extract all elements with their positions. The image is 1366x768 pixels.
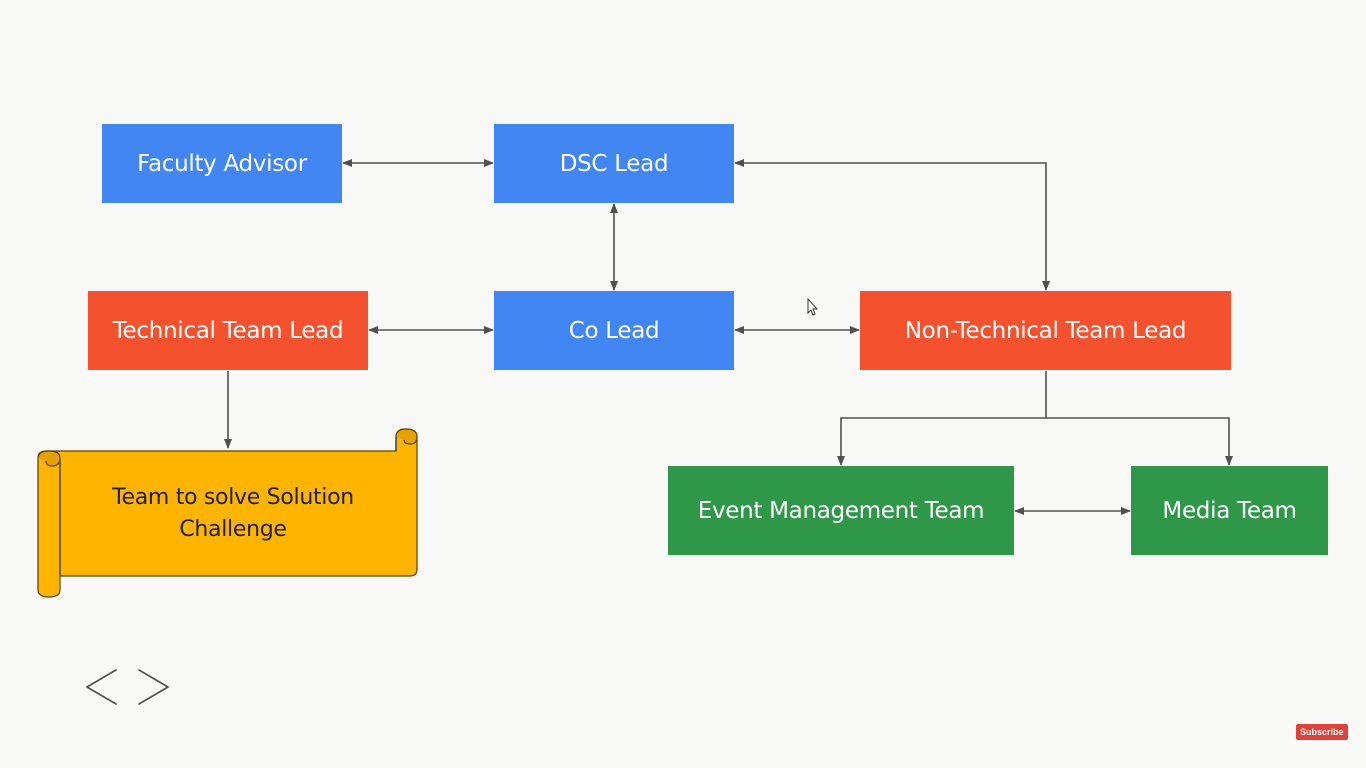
node-label: Event Management Team — [697, 497, 985, 524]
edge-nontech-media — [1046, 417, 1233, 466]
node-media-team: Media Team — [1131, 466, 1328, 555]
node-faculty-advisor: Faculty Advisor — [102, 124, 342, 203]
node-dsc-lead: DSC Lead — [494, 124, 734, 203]
developer-student-clubs-logo — [86, 669, 169, 705]
node-label: Technical Team Lead — [112, 317, 344, 344]
mouse-cursor-icon — [807, 297, 819, 316]
node-non-technical-team-lead: Non-Technical Team Lead — [860, 291, 1231, 370]
node-co-lead: Co Lead — [494, 291, 734, 370]
scroll-shape — [37, 428, 418, 598]
node-label: Co Lead — [568, 317, 660, 344]
node-label: Non-Technical Team Lead — [904, 317, 1187, 344]
scroll-label: Team to solve Solution Challenge — [70, 482, 396, 546]
node-event-management-team: Event Management Team — [668, 466, 1014, 555]
scroll-label-line2: Challenge — [179, 517, 287, 542]
edge-dsc-nontech — [734, 159, 1050, 291]
edge-nontech-event — [837, 371, 1047, 466]
subscribe-button[interactable]: Subscribe — [1296, 724, 1348, 740]
node-technical-team-lead: Technical Team Lead — [88, 291, 368, 370]
scroll-label-line1: Team to solve Solution — [112, 485, 354, 510]
node-label: DSC Lead — [559, 150, 669, 177]
node-label: Faculty Advisor — [137, 150, 307, 177]
node-label: Media Team — [1162, 497, 1297, 524]
